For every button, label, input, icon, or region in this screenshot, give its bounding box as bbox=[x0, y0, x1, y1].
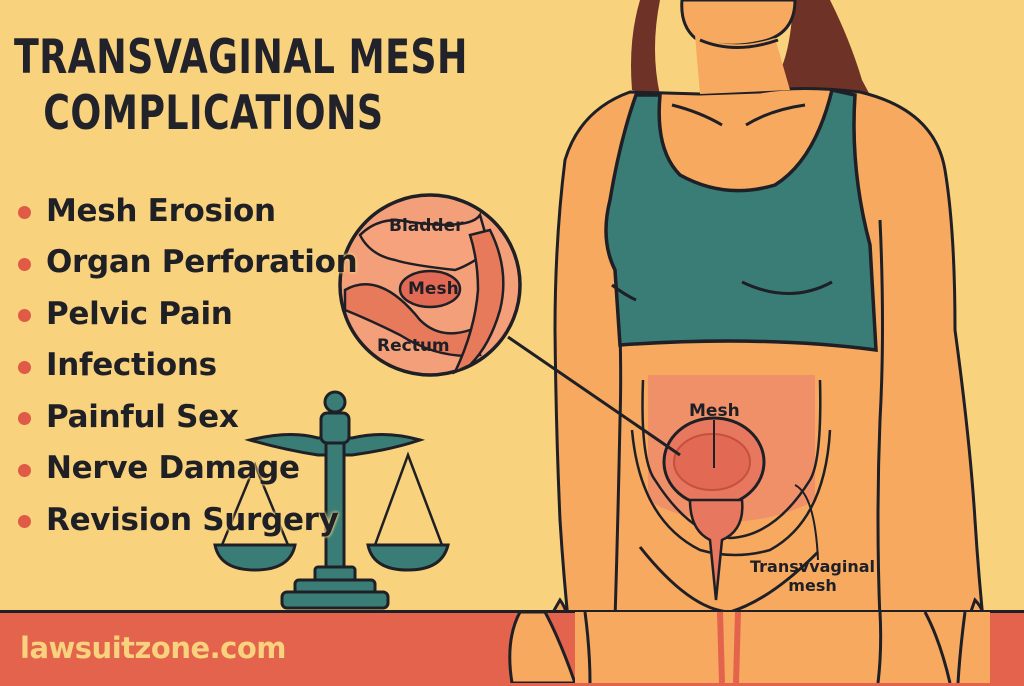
inset-label-mesh: Mesh bbox=[408, 279, 459, 299]
list-item: Nerve Damage bbox=[18, 443, 357, 495]
list-item: Pelvic Pain bbox=[18, 288, 357, 340]
inset-label-bladder: Bladder bbox=[389, 216, 464, 236]
bullet-dot-icon bbox=[18, 360, 31, 374]
bullet-dot-icon bbox=[18, 463, 31, 477]
title-line-1: TRANSVAGINAL MESH bbox=[14, 30, 468, 85]
bullet-dot-icon bbox=[18, 309, 31, 323]
list-item: Organ Perforation bbox=[18, 237, 358, 289]
list-item: Revision Surgery bbox=[18, 494, 357, 546]
list-item: Mesh Erosion bbox=[18, 185, 357, 237]
page-title: TRANSVAGINAL MESH COMPLICATIONS bbox=[14, 30, 468, 142]
bullet-dot-icon bbox=[18, 206, 31, 220]
body-label-mesh: Mesh bbox=[689, 401, 740, 421]
bullet-dot-icon bbox=[18, 257, 31, 271]
sports-top bbox=[604, 87, 878, 353]
bullet-dot-icon bbox=[18, 412, 31, 426]
website-link[interactable]: lawsuitzone.com bbox=[20, 631, 286, 665]
body-label-transvaginal-mesh: Transvvaginal mesh bbox=[750, 557, 876, 595]
scales-of-justice-icon bbox=[213, 390, 450, 610]
list-item: Infections bbox=[18, 340, 357, 392]
hair bbox=[631, 0, 870, 102]
inset-label-rectum: Rectum bbox=[377, 336, 450, 356]
callout-connector bbox=[507, 335, 681, 457]
title-line-2: COMPLICATIONS bbox=[43, 86, 384, 141]
complications-list: Mesh Erosion Organ Perforation Pelvic Pa… bbox=[18, 185, 358, 546]
list-item: Painful Sex bbox=[18, 391, 357, 443]
inset-anatomy-circle bbox=[338, 193, 522, 377]
bullet-dot-icon bbox=[18, 515, 31, 529]
